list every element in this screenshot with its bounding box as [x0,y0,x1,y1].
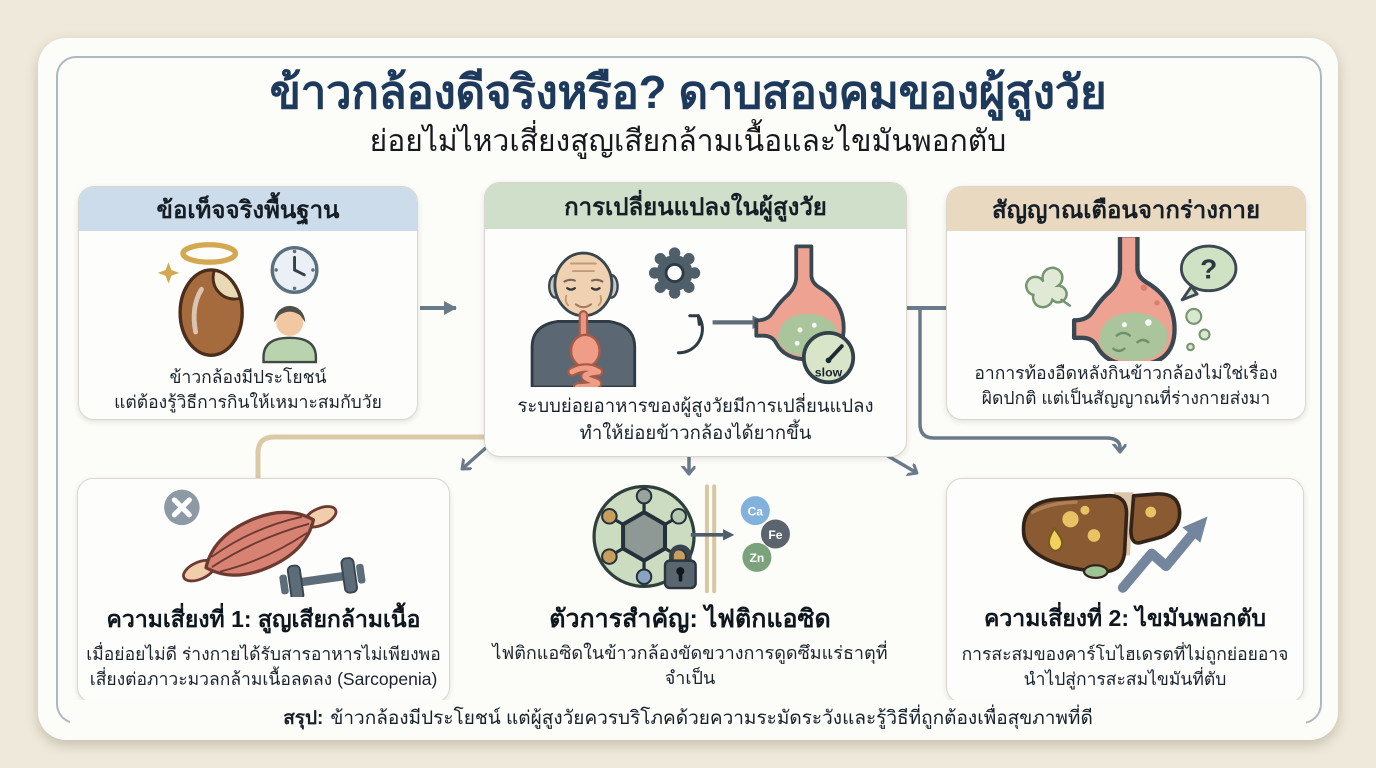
elderly-man-digestive-icon [530,251,637,387]
barrier-icon [704,484,717,594]
rice-grain-icon [178,268,244,357]
card-body-warning-signals: สัญญาณเตือนจากร่างกาย ? [946,186,1306,420]
card-basic-facts: ข้อเท็จจริงพื้นฐาน [78,186,418,420]
mineral-zn-label: Zn [750,551,765,565]
stomach-slow-gauge-icon: slow [754,244,856,385]
question-bubble-icon: ? [1179,244,1238,302]
slow-gauge-label: slow [815,366,843,380]
fatty-liver-icon [1021,492,1181,579]
page-subtitle: ย่อยไม่ไหวเสี่ยงสูญเสียกล้ามเนื้อและไขมั… [369,125,1007,158]
mineral-fe-icon: Fe [760,519,790,549]
card-risk1-muscle-loss: ความเสี่ยงที่ 1: สูญเสียกล้ามเนื้อ เมื่อ… [77,478,450,703]
card-elderly-changes-text: ระบบย่อยอาหารของผู้สูงวัยมีการเปลี่ยนแปล… [517,395,874,443]
card-basic-facts-header: ข้อเท็จจริงพื้นฐาน [79,187,417,231]
risk1-text: เมื่อย่อยไม่ดี ร่างกายได้รับสารอาหารไม่เ… [86,644,441,690]
bubbles-icon [1185,307,1211,352]
question-mark: ? [1200,253,1217,284]
page-title: ข้าวกล้องดีจริงหรือ? ดาบสองคมของผู้สูงวั… [269,66,1107,118]
card-risk2-fatty-liver: ความเสี่ยงที่ 2: ไขมันพอกตับ การสะสมของค… [946,478,1304,703]
halo-icon [180,242,239,265]
clock-icon [270,245,319,294]
card-elderly-changes-header: การเปลี่ยนแปลงในผู้สูงวัย [485,183,906,229]
lock-icon [663,544,697,590]
person-icon [262,305,318,364]
trend-up-arrow-icon [1117,516,1208,593]
risk2-text: การสะสมของคาร์โบไฮเดรตที่ไม่ถูกย่อยอาจ น… [961,644,1289,690]
mineral-fe-label: Fe [768,528,782,542]
dumbbell-icon [278,557,365,597]
section-phytic-acid: Ca Fe Zn ตัวการสำคัญ: ไฟติกแอซิด ไฟติกแอ… [475,480,905,692]
bloated-stomach-icon [1071,237,1177,361]
card-body-warning-signals-body: ? อาการท้องอืดหลังกินข้าวกล้องไม่ใช่เรื่… [947,231,1305,419]
summary-text: ข้าวกล้องมีประโยชน์ แต่ผู้สูงวัยควรบริโภ… [330,708,1093,729]
sparkle-icon [157,262,180,284]
summary-bar: สรุป: ข้าวกล้องมีประโยชน์ แต่ผู้สูงวัยคว… [70,700,1306,736]
muscle-loss-illustration [163,489,365,597]
phytic-acid-illustration: Ca Fe Zn [592,484,790,594]
summary-label: สรุป: [283,708,324,729]
phytic-title: ตัวการสำคัญ: ไฟติกแอซิด [549,604,831,633]
fatty-liver-illustration [1021,492,1208,593]
beige-elbow-connector [255,434,487,480]
risk1-title: ความเสี่ยงที่ 1: สูญเสียกล้ามเนื้อ [106,605,421,632]
cycle-arrow-icon [676,314,704,355]
digestion-change-illustration: slow [530,244,856,387]
muscle-icon [181,505,337,583]
arrow-right-head [723,529,735,541]
bloated-stomach-illustration: ? [1025,237,1238,361]
x-mark-icon [163,489,200,526]
risk2-title: ความเสี่ยงที่ 2: ไขมันพอกตับ [984,604,1266,631]
mineral-ca-icon: Ca [740,496,770,526]
card-body-warning-signals-text: อาการท้องอืดหลังกินข้าวกล้องไม่ใช่เรื่อง… [974,363,1278,408]
gas-cloud-icon [1025,266,1072,309]
mineral-zn-icon: Zn [742,542,772,572]
card-risk2-body: ความเสี่ยงที่ 2: ไขมันพอกตับ การสะสมของค… [947,479,1303,702]
mineral-ca-label: Ca [748,504,764,518]
card-basic-facts-text: ข้าวกล้องมีประโยชน์ แต่ต้องรู้วิธีการกิน… [114,367,382,412]
gear-icon [648,247,701,299]
diagonal-arrow-to-risk1 [462,444,490,469]
phytic-text: ไฟติกแอซิดในข้าวกล้องขัดขวางการดูดซึมแร่… [492,642,888,689]
card-elderly-changes-body: slow ระบบย่อยอาหารของผู้สูงวัยมีการเปลี่… [485,229,906,456]
card-risk1-body: ความเสี่ยงที่ 1: สูญเสียกล้ามเนื้อ เมื่อ… [78,479,449,702]
card-basic-facts-body: ข้าวกล้องมีประโยชน์ แต่ต้องรู้วิธีการกิน… [79,231,417,419]
rice-grain-with-halo-icon [157,242,319,364]
elbow-arrow-to-risk2 [918,310,1120,452]
card-body-warning-signals-header: สัญญาณเตือนจากร่างกาย [947,187,1305,231]
card-elderly-changes: การเปลี่ยนแปลงในผู้สูงวัย [484,182,907,457]
